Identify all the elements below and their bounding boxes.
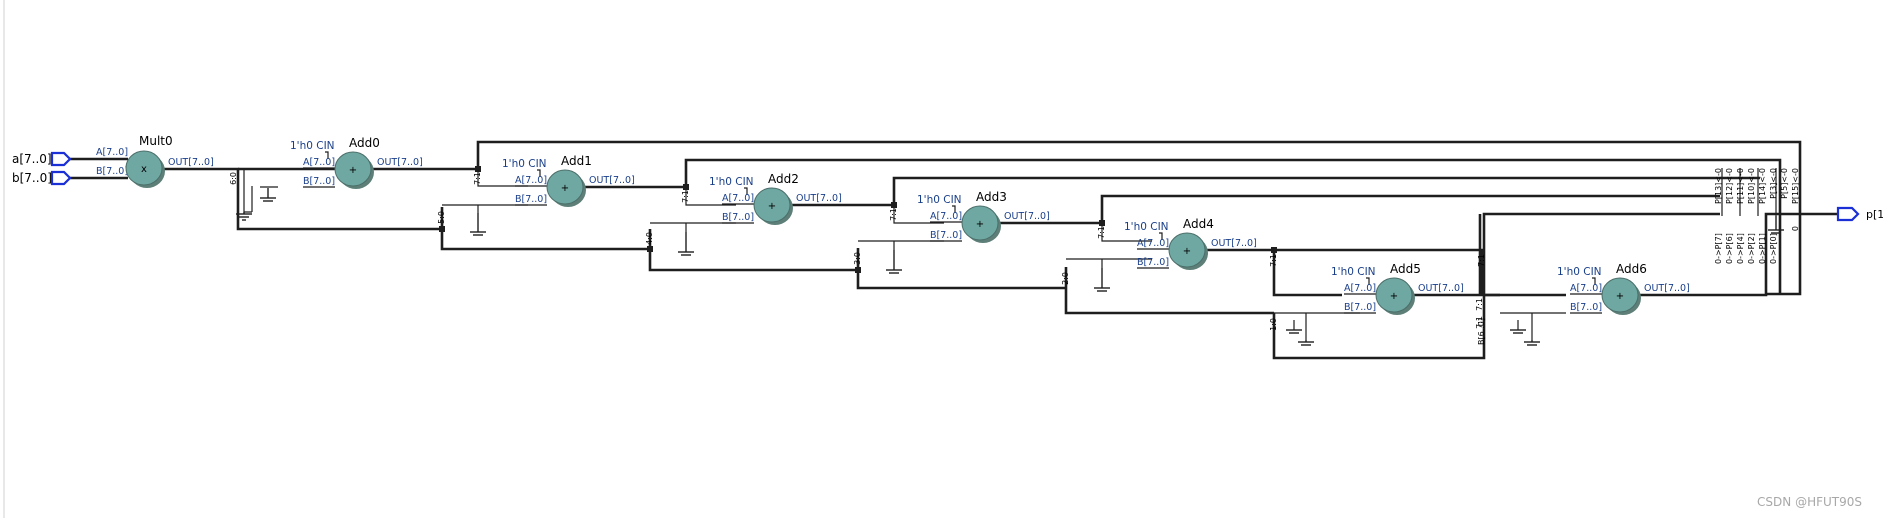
mult0-symbol: x bbox=[141, 164, 147, 175]
bus-label-2: 4:0 bbox=[645, 232, 654, 245]
output-tap-3: P[10]<-0 bbox=[1747, 168, 1756, 204]
input-pin-a[interactable]: a[7..0] bbox=[12, 151, 72, 167]
mult0-port-out: OUT[7..0] bbox=[168, 157, 214, 168]
adder-0-port-a: A[7..0] bbox=[303, 157, 335, 168]
adder-1-port-b: B[7..0] bbox=[515, 194, 547, 205]
output-tap-5: P[3]<-0 bbox=[1769, 168, 1778, 199]
bus-label-5: 1:0 bbox=[1269, 318, 1278, 331]
input-pin-b[interactable]: b[7..0] bbox=[12, 170, 72, 186]
adder-5-block[interactable]: Add5 1'h0 CIN A[7..0] B[7..0] OUT[7..0] + bbox=[1331, 262, 1464, 315]
adder-1-name: Add1 bbox=[561, 154, 592, 168]
adder-3-symbol: + bbox=[976, 219, 984, 230]
mult0-block[interactable]: Mult0 A[7..0] B[7..0] OUT[7..0] x bbox=[96, 134, 214, 188]
bus-label-9: 7:1 bbox=[1097, 226, 1106, 239]
adder-3-cin: 1'h0 CIN bbox=[917, 194, 962, 206]
output-label-p: p[15..0] bbox=[1866, 208, 1883, 221]
adder-0-name: Add0 bbox=[349, 136, 380, 150]
bus-label-14: B[6..0] bbox=[1477, 318, 1486, 345]
output-tap-0: P[13]<-0 bbox=[1714, 168, 1723, 204]
adder-4-port-out: OUT[7..0] bbox=[1211, 238, 1257, 249]
adder-5-port-b: B[7..0] bbox=[1344, 302, 1376, 313]
adder-2-name: Add2 bbox=[768, 172, 799, 186]
adder-6-port-b: B[7..0] bbox=[1570, 302, 1602, 313]
adder-1-port-out: OUT[7..0] bbox=[589, 175, 635, 186]
bus-label-6: 7:1 bbox=[473, 172, 482, 185]
adder-5-symbol: + bbox=[1390, 291, 1398, 302]
wire-network bbox=[70, 140, 1838, 360]
output-tap-6: P[5]<-0 bbox=[1780, 168, 1789, 199]
output-tap-11: 0->P[2] bbox=[1747, 233, 1756, 264]
adder-3-name: Add3 bbox=[976, 190, 1007, 204]
adder-6-name: Add6 bbox=[1616, 262, 1647, 276]
adder-2-cin: 1'h0 CIN bbox=[709, 176, 754, 188]
bus-label-11: 7:1 bbox=[1477, 254, 1486, 267]
bus-label-8: 7:1 bbox=[889, 208, 898, 221]
adder-1-symbol: + bbox=[561, 183, 569, 194]
adder-0-symbol: + bbox=[349, 165, 357, 176]
output-tap-2: P[11]<-0 bbox=[1736, 168, 1745, 204]
adder-6-port-a: A[7..0] bbox=[1570, 283, 1602, 294]
bus-label-7: 7:1 bbox=[681, 190, 690, 203]
adder-3-block[interactable]: Add3 1'h0 CIN A[7..0] B[7..0] OUT[7..0] + bbox=[917, 190, 1050, 243]
adder-4-cin: 1'h0 CIN bbox=[1124, 221, 1169, 233]
adder-2-port-a: A[7..0] bbox=[722, 193, 754, 204]
adder-6-cin: 1'h0 CIN bbox=[1557, 266, 1602, 278]
adder-4-symbol: + bbox=[1183, 246, 1191, 257]
bus-slice-labels: 6:0 5:0 4:0 3:0 2:0 1:0 7:1 7:1 7:1 7:1 7:1 7:1 7:1 7… bbox=[229, 172, 1800, 345]
adder-2-block[interactable]: Add2 1'h0 CIN A[7..0] B[7..0] OUT[7..0] + bbox=[709, 172, 842, 225]
adder-6-port-out: OUT[7..0] bbox=[1644, 283, 1690, 294]
adder-2-symbol: + bbox=[768, 201, 776, 212]
bus-label-13: 7:1 bbox=[1475, 316, 1484, 329]
output-pin-p[interactable]: p[15..0] bbox=[1836, 206, 1883, 222]
adder-6-block[interactable]: Add6 1'h0 CIN A[7..0] B[7..0] OUT[7..0] + bbox=[1557, 262, 1690, 315]
output-tap-12: 0->P[1] bbox=[1758, 233, 1767, 264]
bus-label-12: 7:1 bbox=[1475, 298, 1484, 311]
output-tap-7: P[15]<-0 bbox=[1791, 168, 1800, 204]
adder-0-cin: 1'h0 CIN bbox=[290, 140, 335, 152]
adder-4-block[interactable]: Add4 1'h0 CIN A[7..0] B[7..0] OUT[7..0] + bbox=[1124, 217, 1257, 270]
adder-0-block[interactable]: Add0 1'h0 CIN A[7..0] B[7..0] OUT[7..0] + bbox=[290, 136, 423, 189]
output-tap-1: P[12]<-0 bbox=[1725, 168, 1734, 204]
mult0-port-b: B[7..0] bbox=[96, 166, 128, 177]
bus-label-3: 3:0 bbox=[853, 252, 862, 265]
adder-5-name: Add5 bbox=[1390, 262, 1421, 276]
output-tap-13: 0->P[0] bbox=[1769, 233, 1778, 264]
bus-label-0: 6:0 bbox=[229, 172, 238, 185]
bus-label-10: 7:1 bbox=[1269, 254, 1278, 267]
adder-2-port-out: OUT[7..0] bbox=[796, 193, 842, 204]
junction-dots bbox=[439, 166, 1277, 273]
output-tap-9: 0->P[6] bbox=[1725, 233, 1734, 264]
output-tap-10: 0->P[4] bbox=[1736, 233, 1745, 264]
adder-1-block[interactable]: Add1 1'h0 CIN A[7..0] B[7..0] OUT[7..0] + bbox=[502, 154, 635, 207]
bus-label-4: 2:0 bbox=[1061, 272, 1070, 285]
bus-label-15: 0 bbox=[1791, 226, 1800, 231]
adder-4-name: Add4 bbox=[1183, 217, 1214, 231]
adder-0-port-out: OUT[7..0] bbox=[377, 157, 423, 168]
adder-3-port-b: B[7..0] bbox=[930, 230, 962, 241]
adder-2-port-b: B[7..0] bbox=[722, 212, 754, 223]
adder-5-port-out: OUT[7..0] bbox=[1418, 283, 1464, 294]
output-tap-8: 0->P[7] bbox=[1714, 233, 1723, 264]
input-label-a: a[7..0] bbox=[12, 152, 52, 166]
output-tap-4: P[14]<-0 bbox=[1758, 168, 1767, 204]
adder-0-port-b: B[7..0] bbox=[303, 176, 335, 187]
bus-label-1: 5:0 bbox=[437, 211, 446, 224]
input-label-b: b[7..0] bbox=[12, 171, 52, 185]
adder-6-symbol: + bbox=[1616, 291, 1624, 302]
adder-4-port-a: A[7..0] bbox=[1137, 238, 1169, 249]
adder-5-cin: 1'h0 CIN bbox=[1331, 266, 1376, 278]
watermark: CSDN @HFUT90S bbox=[1757, 495, 1862, 509]
mult0-port-a: A[7..0] bbox=[96, 147, 128, 158]
ground-symbols bbox=[236, 188, 1784, 346]
mult0-name: Mult0 bbox=[139, 134, 173, 148]
adder-1-cin: 1'h0 CIN bbox=[502, 158, 547, 170]
adder-5-port-a: A[7..0] bbox=[1344, 283, 1376, 294]
adder-3-port-a: A[7..0] bbox=[930, 211, 962, 222]
adder-4-port-b: B[7..0] bbox=[1137, 257, 1169, 268]
adder-3-port-out: OUT[7..0] bbox=[1004, 211, 1050, 222]
adder-1-port-a: A[7..0] bbox=[515, 175, 547, 186]
